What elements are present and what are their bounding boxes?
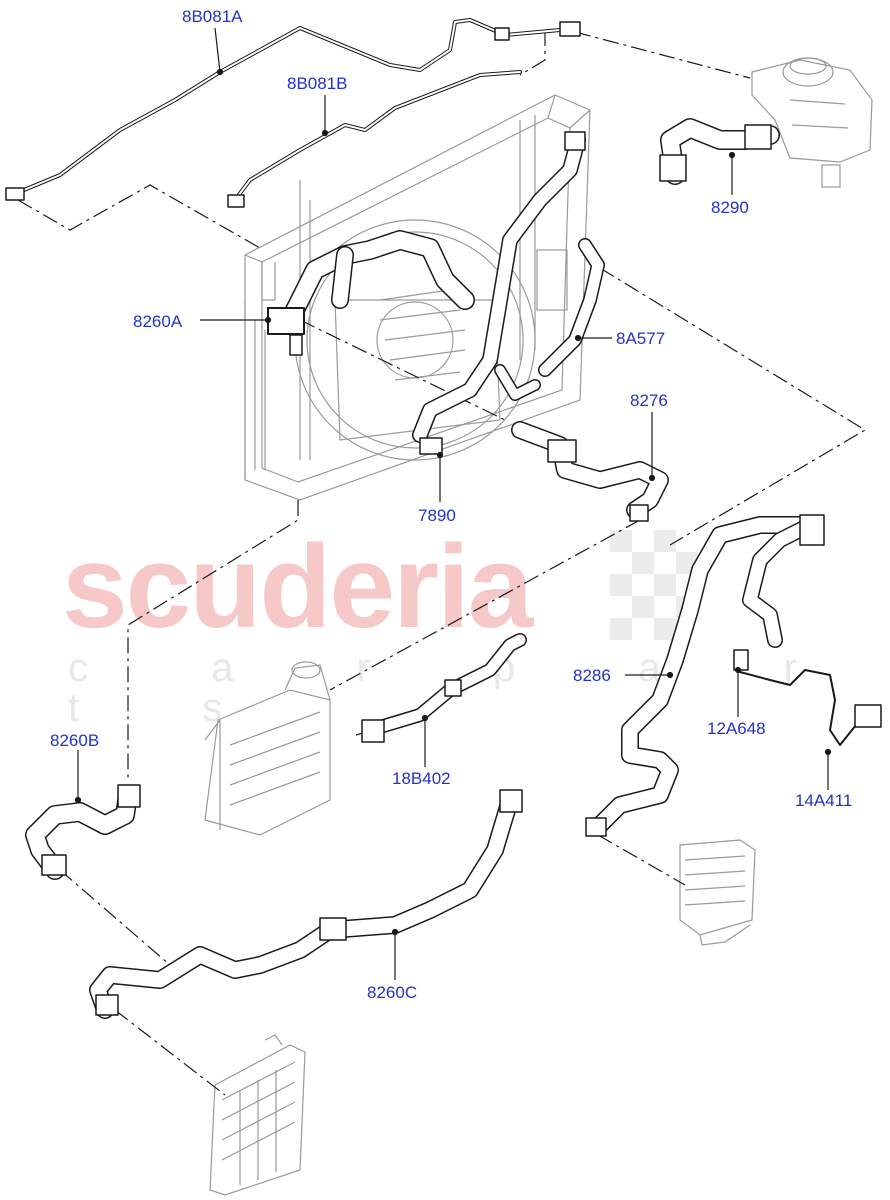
expansion-tank: [751, 57, 873, 188]
callout-8b081a: 8B081A: [182, 7, 243, 26]
callout-8260c: 8260C: [367, 983, 418, 1002]
callout-8276: 8276: [630, 391, 668, 410]
callout-12a648: 12A648: [707, 719, 766, 738]
intercooler: [204, 661, 331, 836]
hose-line-art: [5, 18, 882, 1019]
bleed-pipe-8b081b: [233, 70, 522, 202]
callout-8290: 8290: [711, 198, 749, 217]
callout-8260b: 8260B: [50, 731, 100, 750]
callout-leaders: [74, 27, 832, 980]
sensor-12a648: [733, 649, 749, 671]
callout-8286: 8286: [573, 666, 611, 685]
callout-8260a: 8260A: [133, 312, 183, 331]
callout-8a577: 8A577: [616, 329, 666, 348]
harness-14a411: [739, 669, 881, 746]
callout-8b081b: 8B081B: [287, 74, 348, 93]
oil-cooler: [679, 839, 756, 946]
callout-18b402: 18B402: [392, 769, 451, 788]
bleed-pipe-8b081a: [10, 18, 562, 197]
assembly-leader-lines: [17, 30, 867, 1096]
callout-14a411: 14A411: [795, 791, 853, 810]
callout-7890: 7890: [418, 506, 456, 525]
auxiliary-radiator: [209, 1034, 306, 1196]
watermark-brand: scuderia: [62, 521, 533, 653]
